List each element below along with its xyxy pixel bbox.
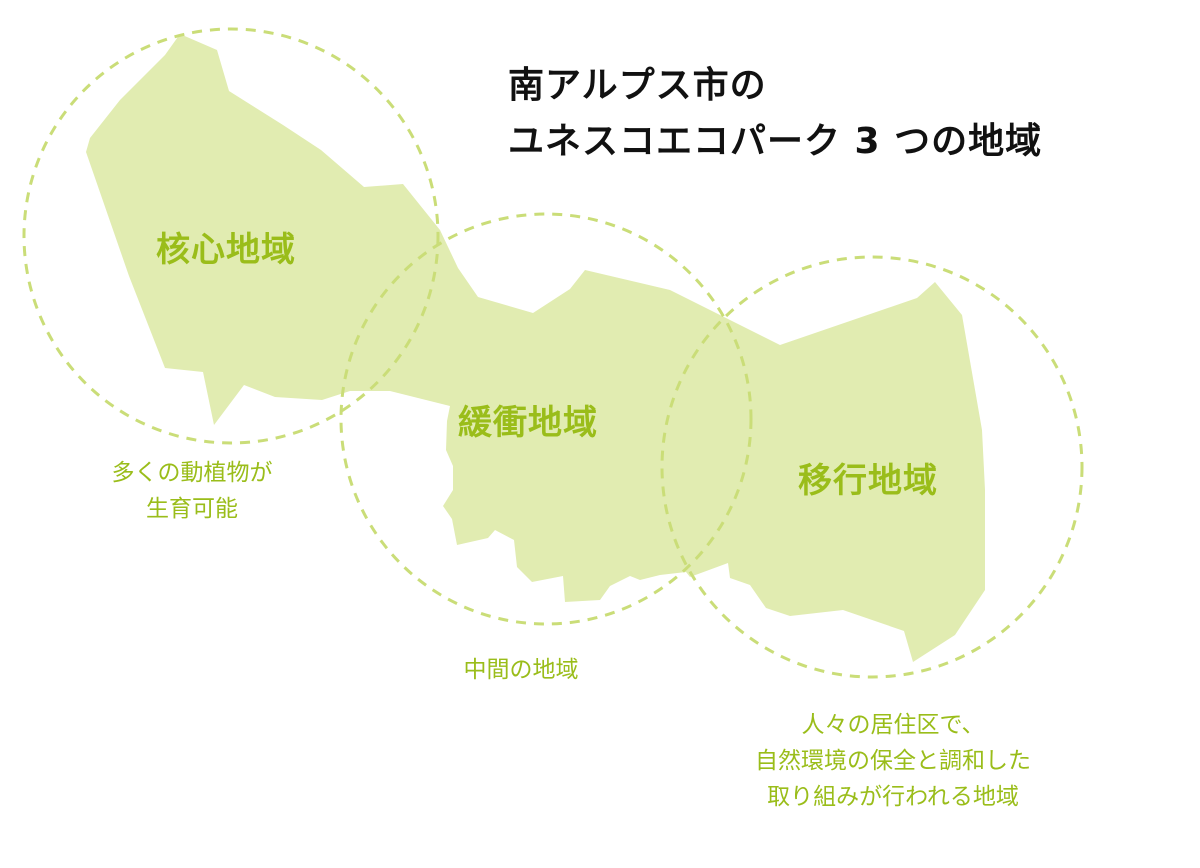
core-zone-description: 多くの動植物が 生育可能 bbox=[112, 455, 273, 527]
title-line-2: ユネスコエコパーク 3 つの地域 bbox=[508, 121, 1043, 162]
transition-zone-description: 人々の居住区で、 自然環境の保全と調和した 取り組みが行われる地域 bbox=[755, 707, 1031, 815]
description-line: 人々の居住区で、 bbox=[801, 712, 985, 738]
transition-zone-circle bbox=[660, 255, 1084, 679]
core-zone-circle bbox=[22, 27, 440, 445]
city-map-shape bbox=[86, 34, 985, 662]
description-line: 取り組みが行われる地域 bbox=[767, 784, 1019, 810]
page-title: 南アルプス市の ユネスコエコパーク 3 つの地域 bbox=[508, 58, 1042, 170]
buffer-zone-circle bbox=[339, 212, 753, 626]
description-line: 生育可能 bbox=[146, 496, 238, 522]
description-line: 中間の地域 bbox=[463, 657, 579, 683]
core-zone-label: 核心地域 bbox=[156, 230, 296, 270]
description-line: 自然環境の保全と調和した bbox=[755, 748, 1031, 774]
buffer-zone-description: 中間の地域 bbox=[464, 652, 579, 688]
description-line: 多くの動植物が bbox=[111, 460, 273, 486]
transition-zone-label: 移行地域 bbox=[798, 461, 938, 501]
buffer-zone-label: 緩衝地域 bbox=[458, 403, 598, 443]
title-line-1: 南アルプス市の bbox=[508, 65, 767, 106]
